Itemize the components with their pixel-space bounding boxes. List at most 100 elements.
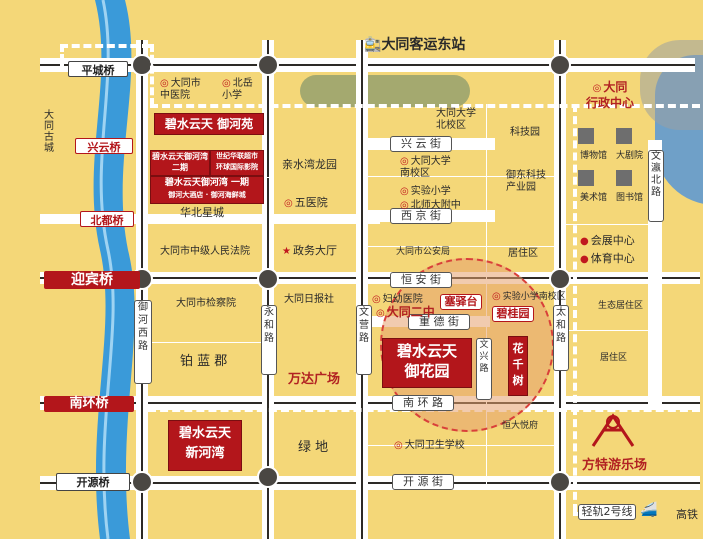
beishi-fuzhong: ◎北师大附中 bbox=[400, 200, 461, 211]
zhengwu-hall: ★政务大厅 bbox=[282, 244, 337, 257]
art-gallery: 美术馆 bbox=[580, 193, 608, 203]
shiyan-school: ◎实验小学 bbox=[400, 186, 451, 197]
gaotie-label: 高铁 bbox=[676, 508, 698, 521]
bridge-yingbin: 迎宾桥 bbox=[44, 271, 140, 289]
roundabout bbox=[131, 471, 153, 493]
train-icon: 🚉 bbox=[364, 37, 382, 53]
roundabout bbox=[549, 268, 571, 290]
museum: 博物馆 bbox=[580, 151, 608, 161]
boundary bbox=[573, 104, 577, 512]
bishui-phase1-sub: 御河大酒店 · 御河海鲜城 bbox=[168, 191, 246, 199]
yudong-tech: 御东科技 产业园 bbox=[506, 170, 546, 193]
sub-road bbox=[368, 176, 558, 177]
ferris-wheel-icon bbox=[591, 413, 635, 447]
boundary bbox=[60, 44, 150, 48]
procuratorate: 大同市检察院 bbox=[176, 298, 236, 309]
fifth-hospital: ◎五医院 bbox=[284, 196, 328, 209]
bishui-yuheyuan: 碧水云天 御河苑 bbox=[154, 113, 264, 135]
huabei-xingcheng: 华北星城 bbox=[180, 206, 224, 219]
bridge-pingcheng: 平城桥 bbox=[68, 61, 128, 77]
station-label: 🚉大同客运东站 bbox=[364, 37, 466, 53]
road-label-xijing: 西 京 街 bbox=[390, 208, 452, 224]
datong-no2-school: ◎大同二中 bbox=[376, 305, 435, 319]
sub-road bbox=[150, 342, 270, 343]
bishui-xinhewan: 碧水云天 新河湾 bbox=[168, 420, 242, 471]
daily-newspaper: 大同日报社 bbox=[284, 294, 334, 305]
datong-univ-north: 大同大学 北校区 bbox=[436, 108, 476, 131]
road-label-wenying-north: 文 瀛 北 路 bbox=[648, 150, 664, 222]
tech-park: 科技园 bbox=[510, 127, 540, 138]
eco-residential: 生态居住区 bbox=[598, 301, 644, 311]
road-edge bbox=[40, 482, 700, 484]
road-edge bbox=[361, 40, 363, 539]
bishui-phase1-label: 碧水云天御河湾 一期 bbox=[164, 178, 250, 188]
hengda-yuefu: 恒大悦府 bbox=[502, 421, 539, 431]
boundary bbox=[60, 44, 64, 72]
road-edge bbox=[40, 402, 700, 404]
fangte-park: 方特游乐场 bbox=[582, 458, 648, 473]
wanda-plaza: 万达广场 bbox=[288, 372, 341, 387]
road-label-wenxing: 文 兴 路 bbox=[476, 338, 492, 400]
road-label-xingyun: 兴 云 街 bbox=[390, 136, 452, 152]
beiyue-school: ◎北岳 小学 bbox=[222, 78, 253, 101]
shiyan-south: ◎实验小学南校区 bbox=[492, 291, 566, 302]
roundabout bbox=[257, 268, 279, 290]
sub-road bbox=[566, 330, 651, 331]
theater: 大剧院 bbox=[616, 151, 644, 161]
green-area bbox=[300, 75, 470, 107]
road-edge bbox=[40, 277, 700, 279]
road-label-hengan: 恒 安 街 bbox=[390, 272, 452, 288]
lake-shore bbox=[640, 40, 703, 130]
residential-1: 居住区 bbox=[508, 248, 538, 259]
yidutai: 塞驿台 bbox=[440, 294, 482, 310]
bolanjun: 铂 蓝 郡 bbox=[180, 354, 228, 369]
roundabout bbox=[257, 466, 279, 488]
bishui-phase2: 碧水云天御河湾 二期 bbox=[150, 150, 210, 176]
sub-road bbox=[566, 224, 651, 225]
huaqianshu: 花 千 树 bbox=[508, 336, 528, 396]
qinshui-longyuan: 亲水湾龙园 bbox=[282, 158, 337, 171]
road-label-taihe: 太 和 路 bbox=[553, 305, 569, 371]
art-block bbox=[578, 170, 594, 186]
sub-road bbox=[368, 246, 558, 247]
expo-center: ●会展中心 bbox=[580, 234, 635, 247]
roundabout bbox=[549, 54, 571, 76]
road-label-wenying: 文 营 路 bbox=[356, 305, 372, 375]
museum-block bbox=[578, 128, 594, 144]
gov-center: ◎大同 行政中心 bbox=[586, 80, 635, 110]
bridge-nanhuan: 南环桥 bbox=[44, 396, 134, 412]
bridge-xingyun: 兴云桥 bbox=[75, 138, 133, 154]
datong-univ-south: ◎大同大学 南校区 bbox=[400, 156, 451, 179]
bridge-beidu: 北都桥 bbox=[80, 211, 134, 227]
road-label-yonghe: 永 和 路 bbox=[261, 305, 277, 375]
maternity-hospital: ◎妇幼医院 bbox=[372, 294, 423, 305]
boundary bbox=[150, 104, 700, 108]
court: 大同市中级人民法院 bbox=[160, 246, 250, 257]
tcm-hospital: ◎大同市 中医院 bbox=[160, 78, 201, 101]
road-label-chongde: 重 德 街 bbox=[408, 314, 470, 330]
road-label-yuhexi: 御 河 西 路 bbox=[134, 300, 152, 384]
train-icon: 🚄 bbox=[640, 502, 658, 518]
road-beidu bbox=[40, 214, 380, 224]
police-bureau: 大同市公安局 bbox=[396, 247, 451, 257]
theater-block bbox=[616, 128, 632, 144]
sports-center: ●体育中心 bbox=[580, 252, 635, 265]
library-block bbox=[616, 170, 632, 186]
roundabout bbox=[257, 54, 279, 76]
rail-line-legend: 轻轨2号线 bbox=[578, 504, 636, 520]
shiji-mall: 世纪华联超市 环球国际影院 bbox=[210, 150, 264, 176]
green-space: 绿 地 bbox=[298, 440, 329, 455]
residential-2: 居住区 bbox=[600, 353, 628, 363]
boundary bbox=[150, 44, 154, 106]
bishui-yuhuayuan: 碧水云天 御花园 bbox=[382, 338, 472, 388]
bridge-kaiyuan: 开源桥 bbox=[56, 473, 130, 491]
sub-road bbox=[368, 445, 558, 446]
bishui-phase1: 碧水云天御河湾 一期 御河大酒店 · 御河海鲜城 bbox=[150, 176, 264, 204]
road-label-kaiyuan: 开 源 街 bbox=[392, 474, 454, 490]
country-garden: 碧桂园 bbox=[492, 306, 534, 322]
library: 图书馆 bbox=[616, 193, 644, 203]
health-school: ◎大同卫生学校 bbox=[394, 440, 465, 451]
old-city-label: 大同古城 bbox=[44, 110, 54, 154]
road-label-nanhuan: 南 环 路 bbox=[392, 395, 454, 411]
